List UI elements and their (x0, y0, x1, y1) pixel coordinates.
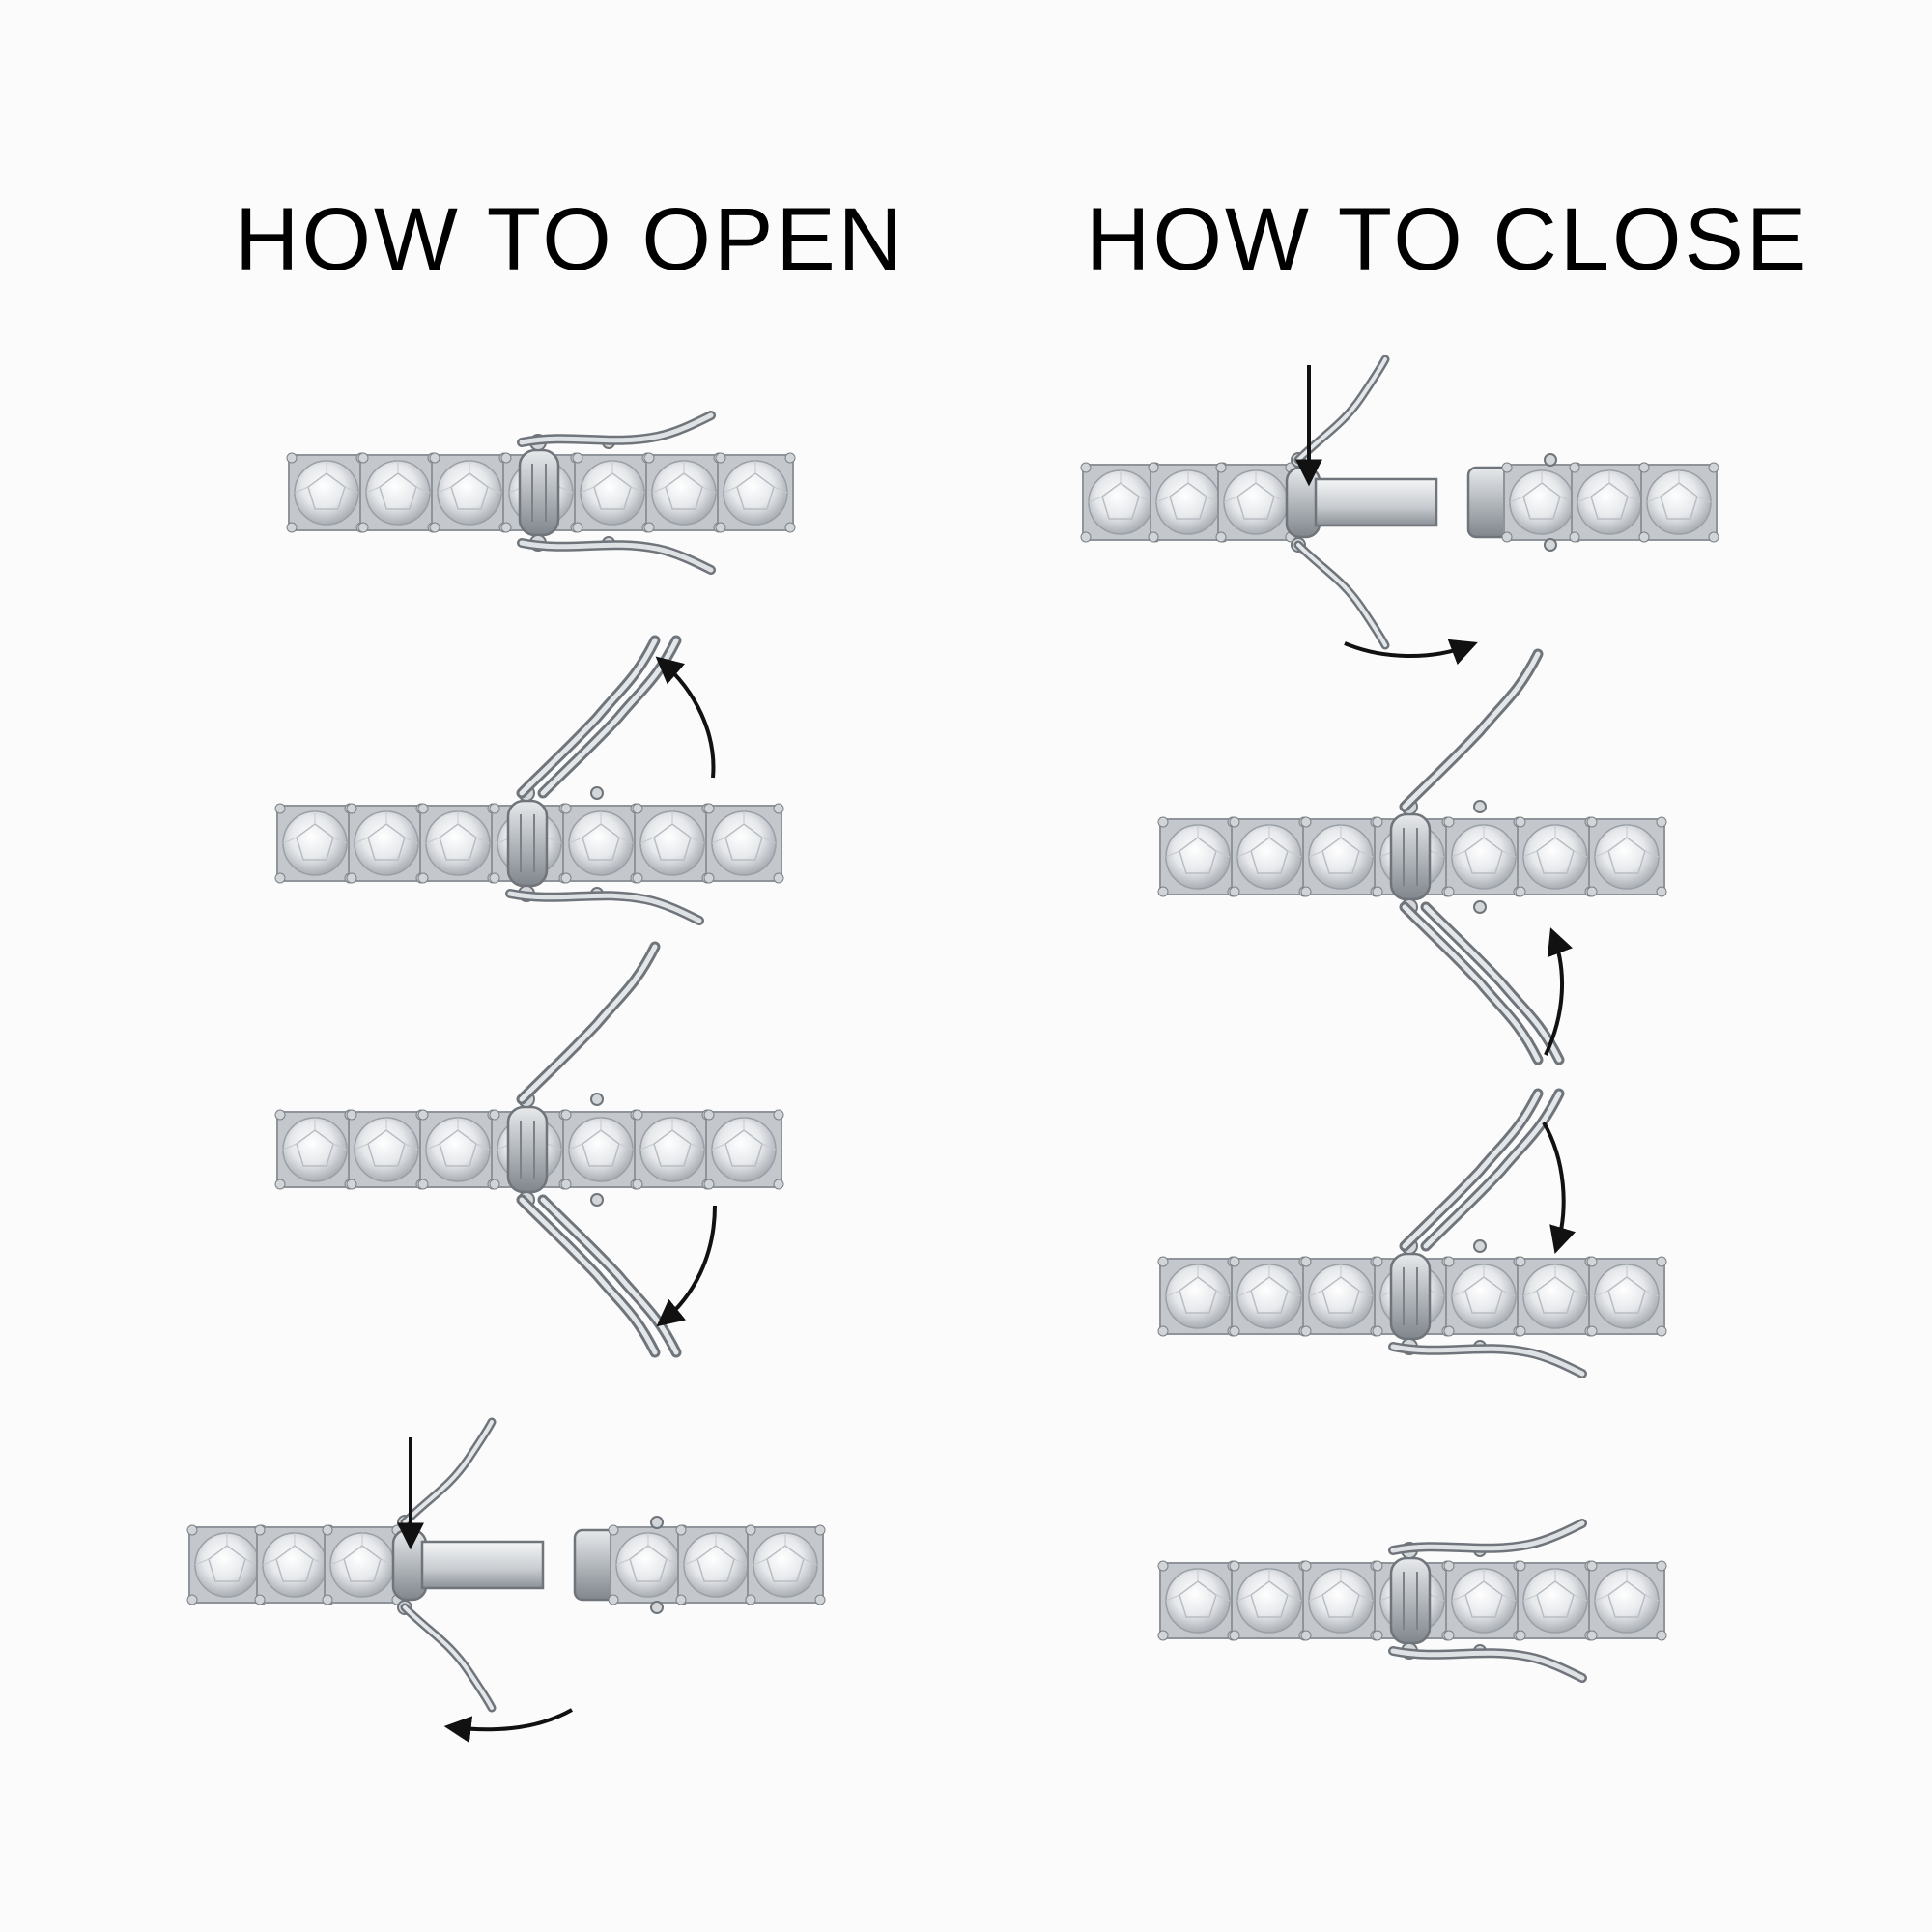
close-step-3-down-arrow (1542, 1121, 1577, 1255)
close-step-1-curved-arrow (1344, 639, 1478, 666)
open-step-2-up-arrow (655, 656, 716, 779)
close-step-2-up-arrow (1544, 927, 1574, 1056)
close-step-1-separated-clasp (1081, 359, 1719, 645)
close-step-4-closed-clasp (1158, 1523, 1666, 1678)
how-to-close-heading: HOW TO CLOSE (1086, 190, 1809, 289)
how-to-open-heading: HOW TO OPEN (235, 190, 906, 289)
open-step-3-bottom-latch-lowered (275, 947, 783, 1352)
open-step-1-closed-clasp (287, 415, 795, 570)
close-step-2-bottom-latch-raised (1158, 654, 1666, 1060)
close-step-3-top-latch-closing (1158, 1094, 1666, 1374)
open-step-4-curved-arrow (443, 1708, 573, 1744)
open-step-4-separated-clasp (187, 1422, 825, 1708)
open-step-3-down-arrow (656, 1205, 717, 1327)
open-step-2-top-latch-lifted (275, 640, 783, 921)
